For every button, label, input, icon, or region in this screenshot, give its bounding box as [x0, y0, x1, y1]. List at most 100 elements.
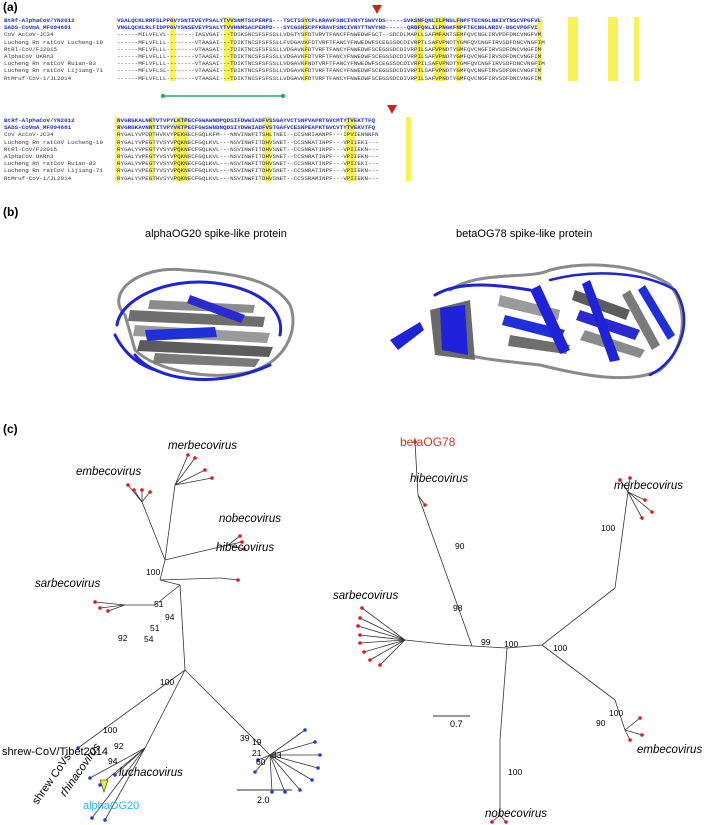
sequence-residues: RYGALYVPEGTYVSYVPQKNECFGQLKVL---NSVINWFI… — [117, 167, 379, 175]
bootstrap-value: 100 — [508, 767, 523, 777]
clade-label-embecovirus-right: embecovirus — [637, 744, 703, 756]
bootstrap-value: 60 — [256, 757, 266, 767]
sequence-residues: VSALQCKLRRFSLPPGVYSNTEVEYPSALYTVVSNMTSCP… — [117, 17, 542, 24]
sequence-name: Lucheng Rn ratCoV Ruian-83 — [4, 60, 96, 68]
sequence-residues: RYGALYVPDDTHVKVYPEKHECFGQLKFM---NNVINWFI… — [117, 131, 379, 139]
panel-label-c: (c) — [3, 422, 18, 436]
sequence-name: RtMruf-CoV-1/JL2014 — [4, 74, 72, 82]
bootstrap-value: 19 — [252, 737, 262, 747]
clade-label-nobecovirus-right: nobecovirus — [485, 808, 548, 820]
sequence-residues: RYGALYVPEGTHVSYVPQKNECFGQLKVL---NSVINWFI… — [117, 174, 379, 182]
label-alphaOG20: alphaOG20 — [83, 800, 140, 812]
bootstrap-value: 100 — [160, 677, 175, 687]
alignment-row: Lucheng Rn ratCoV Ruian-83 RYGALYVPEGTYVS… — [4, 160, 379, 167]
clade-label-sarbecovirus: sarbecovirus — [35, 578, 101, 590]
panel-label-b: (b) — [3, 205, 19, 219]
bootstrap-value: 90 — [455, 541, 465, 551]
clade-label-sarbecovirus-right: sarbecovirus — [333, 590, 399, 602]
alignment-row: Lucheng Rn ratCoV Lucheng-19 ------MFLVFL… — [4, 39, 545, 46]
alignment-row: CoV AcCoV-JC34 ------MILVFLVL--------IASV… — [4, 31, 545, 38]
signal-peptide-line — [160, 93, 286, 99]
alignment-row: SADS-CoVmA_MF094681 VNGLQCKLRLFIDPPGVYSNS… — [4, 24, 545, 31]
scale-label-left: 2.0 — [257, 795, 270, 805]
sequence-residues: NVGRGKALNKTVTVPYLKTPECFGWAWNDPQDSIFDWWIA… — [117, 117, 376, 124]
clade-label-embecovirus: embecovirus — [76, 466, 142, 478]
bootstrap-value: 90 — [596, 718, 606, 728]
bootstrap-value: 51 — [154, 599, 164, 609]
clade-label-merbecovirus: merbecovirus — [168, 440, 238, 452]
bootstrap-value: 100 — [103, 725, 118, 735]
sequence-name: Lucheng Rn ratCoV Lijiang-71 — [4, 67, 103, 75]
sequence-residues: ------MFLVFLLL--------VTAASAI---TDIKTNCS… — [117, 38, 545, 46]
bootstrap-value: 100 — [146, 567, 161, 577]
clade-label-hibecovirus: hibecovirus — [216, 542, 275, 554]
bootstrap-value: 94 — [108, 756, 118, 766]
sequence-residues: ------MILVFLVL--------IASVGAI---TDSKSNCS… — [117, 31, 542, 39]
bootstrap-value: 94 — [165, 612, 175, 622]
panel-label-a: (a) — [3, 0, 18, 14]
tip-markers-red — [93, 453, 246, 613]
alignment-row: CoV AcCoV-JC34 RYGALYVPDDTHVKVYPEKHECFGQL… — [4, 131, 379, 138]
structure-title-beta: betaOG78 spike-like protein — [456, 228, 593, 240]
conserved-marker-2 — [387, 105, 397, 114]
conserved-marker-1 — [372, 5, 382, 14]
sequence-name: AlphaCoV UKRn3 — [4, 52, 54, 60]
alignment-row: Lucheng Rn ratCoV Ruian-83 ------MFLVFLLL… — [4, 60, 545, 67]
bootstrap-value: 92 — [118, 633, 128, 643]
bootstrap-value: 54 — [144, 634, 154, 644]
sequence-residues: ------MFLVFLSL--------VTAASAI---TDIKTNCS… — [117, 67, 542, 75]
sequence-name: RtRl-CoV/FJ2015 — [4, 45, 58, 53]
alignment-block-2: BtRf-AlphaCoV/YN2012 NVGRGKALNKTVTVPYLKTP… — [4, 117, 379, 182]
bootstrap-value: 92 — [114, 741, 124, 751]
sequence-name: CoV AcCoV-JC34 — [4, 131, 54, 139]
alignment-row: Lucheng Rn ratCoV Lijiang-71 RYGALYVPEGTY… — [4, 167, 379, 174]
alignment-row: BtRf-AlphaCoV/YN2012 VSALQCKLRRFSLPPGVYSN… — [4, 17, 545, 24]
bootstrap-value: 99 — [481, 637, 491, 647]
clade-label-hibecovirus-right: hibecovirus — [410, 473, 469, 485]
sequence-name: RtMruf-CoV-1/JL2014 — [4, 174, 72, 182]
bootstrap-value: 100 — [609, 708, 624, 718]
tip-markers-blue — [76, 728, 322, 822]
sequence-name: SADS-CoVmA_MF094681 — [4, 24, 72, 32]
alignment-row: AlphaCoV UKRn3 ------MFLVFLLL--------VTAA… — [4, 53, 545, 60]
clade-label-luchacovirus: luchacovirus — [119, 767, 183, 779]
sequence-name: Lucheng Rn ratCoV Lucheng-19 — [4, 38, 103, 46]
sequence-residues: VNGLQCKLRLFIDPPGVYSNSEVEYPSALYTVVHNMSACP… — [117, 24, 538, 32]
sequence-name: SADS-CoVmA_MF094681 — [4, 124, 72, 132]
sequence-name: Lucheng Rn ratCoV Ruian-83 — [4, 160, 96, 168]
structure-title-alpha: alphaOG20 spike-like protein — [145, 228, 287, 240]
sequence-residues: ------MFLVFLLL--------VTAASAI---TDIKTNCS… — [117, 52, 542, 60]
structure-betaOG78 — [390, 263, 686, 380]
alignment-row: BtRf-AlphaCoV/YN2012 NVGRGKALNKTVTVPYLKTP… — [4, 117, 379, 124]
phylogeny-alpha — [76, 453, 322, 822]
sequence-name: Lucheng Rn ratCoV Lucheng-19 — [4, 138, 103, 146]
phylogeny-beta — [356, 440, 654, 824]
alignment-row: RtMruf-CoV-1/JL2014------MFLVFLLL-------… — [4, 75, 545, 82]
structure-alphaOG20 — [113, 267, 295, 381]
bootstrap-value: 33 — [272, 750, 282, 760]
sequence-name: Lucheng Rn ratCoV Lijiang-71 — [4, 167, 103, 175]
clade-label-merbecovirus-right: merbecovirus — [614, 480, 684, 492]
alignment-block-1: BtRf-AlphaCoV/YN2012 VSALQCKLRRFSLPPGVYSN… — [4, 17, 545, 82]
sequence-name: CoV AcCoV-JC34 — [4, 31, 54, 39]
alignment-row: RtRl-CoV/FJ2015------MFLVFLLL--------VTA… — [4, 46, 545, 53]
tip-markers-red-right — [356, 440, 654, 824]
sequence-name: BtRf-AlphaCoV/YN2012 — [4, 117, 75, 124]
sequence-residues: ------MFLVFLLL--------VTAASAI---TDIKTNCS… — [117, 60, 545, 68]
sequence-residues: RYGALYVPEGTYVSYVPQKNECFGQLKVL---NSVINWFI… — [117, 160, 379, 168]
sequence-name: RtRl-CoV/FJ2015 — [4, 145, 58, 153]
alignment-row: Lucheng Rn ratCoV Lucheng-19 RYGALYVPEGTY… — [4, 139, 379, 146]
sequence-name: AlphaCoV UKRn3 — [4, 152, 54, 160]
bootstrap-value: 51 — [150, 623, 160, 633]
sequence-name: BtRf-AlphaCoV/YN2012 — [4, 17, 75, 24]
bootstrap-value: 98 — [453, 603, 463, 613]
label-betaOG78: betaOG78 — [400, 435, 456, 449]
bootstrap-value: 100 — [504, 639, 519, 649]
scale-label-right: 0.7 — [450, 719, 463, 729]
clade-label-nobecovirus: nobecovirus — [219, 513, 282, 525]
sequence-residues: RYGALYVPEGTYVSYVPQKNECFGQLKVL---NSVINWFI… — [117, 138, 379, 146]
bootstrap-value: 100 — [553, 643, 568, 653]
